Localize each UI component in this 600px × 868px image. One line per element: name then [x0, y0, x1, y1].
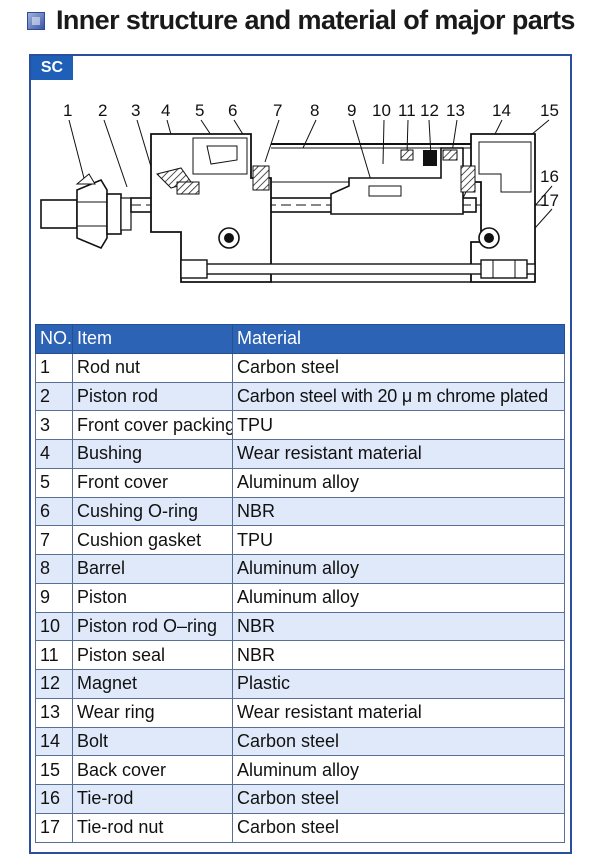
cell-material: Plastic: [232, 669, 565, 699]
callout-4: 4: [161, 101, 170, 120]
cell-no: 7: [35, 525, 73, 555]
cell-no: 12: [35, 669, 73, 699]
cell-no: 17: [35, 812, 73, 843]
cell-material: Carbon steel with 20 μ m chrome plated: [232, 381, 565, 412]
cell-no: 16: [35, 784, 73, 814]
cell-item: Back cover: [72, 755, 233, 785]
cell-item: Wear ring: [72, 697, 233, 728]
cell-item: Cushing O-ring: [72, 496, 233, 527]
cell-no: 3: [35, 410, 73, 440]
cell-no: 8: [35, 554, 73, 584]
table-header-row: NO. Item Material: [35, 324, 565, 354]
callout-6: 6: [228, 101, 237, 120]
square-bullet-icon: [27, 12, 45, 30]
cell-material: Carbon steel: [232, 812, 565, 843]
cell-no: 14: [35, 726, 73, 757]
cell-material: NBR: [232, 611, 565, 642]
cell-item: Front cover packing: [72, 410, 233, 440]
cell-material: NBR: [232, 640, 565, 670]
cell-material: TPU: [232, 525, 565, 555]
cell-no: 4: [35, 439, 73, 469]
callout-15: 15: [540, 101, 559, 120]
callout-11: 11: [398, 101, 416, 120]
cell-item: Barrel: [72, 554, 233, 584]
cell-item: Cushion gasket: [72, 525, 233, 555]
header-no: NO.: [35, 324, 73, 354]
cell-item: Piston seal: [72, 640, 233, 670]
content-frame: [29, 54, 572, 854]
cell-item: Rod nut: [72, 352, 233, 383]
page-title: Inner structure and material of major pa…: [56, 5, 575, 35]
cell-item: Piston: [72, 582, 233, 613]
callout-5: 5: [195, 101, 204, 120]
cell-no: 1: [35, 352, 73, 383]
callout-16: 16: [540, 167, 559, 186]
cell-material: Aluminum alloy: [232, 554, 565, 584]
cell-item: Front cover: [72, 467, 233, 498]
cell-item: Piston rod: [72, 381, 233, 412]
cell-item: Bolt: [72, 726, 233, 757]
header-material: Material: [232, 324, 565, 354]
callout-2: 2: [98, 101, 107, 120]
cylinder-cross-section-diagram: 1 2 3 4 5 6 7 8 9 10 11 12 13 14 15 16 1…: [40, 101, 559, 283]
page-header: Inner structure and material of major pa…: [0, 0, 600, 52]
callout-13: 13: [446, 101, 465, 120]
callout-14: 14: [492, 101, 511, 120]
cell-no: 9: [35, 582, 73, 613]
cell-item: Magnet: [72, 669, 233, 699]
cell-item: Piston rod O–ring: [72, 611, 233, 642]
cell-item: Tie-rod nut: [72, 812, 233, 843]
cell-material: Carbon steel: [232, 726, 565, 757]
cell-no: 13: [35, 697, 73, 728]
callout-17: 17: [540, 191, 559, 210]
cell-item: Tie-rod: [72, 784, 233, 814]
cell-no: 5: [35, 467, 73, 498]
cell-no: 11: [35, 640, 73, 670]
callout-10: 10: [372, 101, 391, 120]
cell-material: Aluminum alloy: [232, 467, 565, 498]
callout-12: 12: [420, 101, 439, 120]
callout-1: 1: [63, 101, 72, 120]
cell-material: Aluminum alloy: [232, 755, 565, 785]
callout-9: 9: [347, 101, 356, 120]
cell-material: Aluminum alloy: [232, 582, 565, 613]
cell-no: 2: [35, 381, 73, 412]
cell-material: TPU: [232, 410, 565, 440]
cell-item: Bushing: [72, 439, 233, 469]
header-item: Item: [72, 324, 233, 354]
callout-8: 8: [310, 101, 319, 120]
cell-material: Wear resistant material: [232, 697, 565, 728]
model-tag: SC: [31, 56, 73, 80]
cell-no: 6: [35, 496, 73, 527]
cell-material: Wear resistant material: [232, 439, 565, 469]
callout-7: 7: [273, 101, 282, 120]
cell-no: 15: [35, 755, 73, 785]
cell-material: Carbon steel: [232, 784, 565, 814]
callout-3: 3: [131, 101, 140, 120]
cell-material: Carbon steel: [232, 352, 565, 383]
cell-material: NBR: [232, 496, 565, 527]
cell-no: 10: [35, 611, 73, 642]
